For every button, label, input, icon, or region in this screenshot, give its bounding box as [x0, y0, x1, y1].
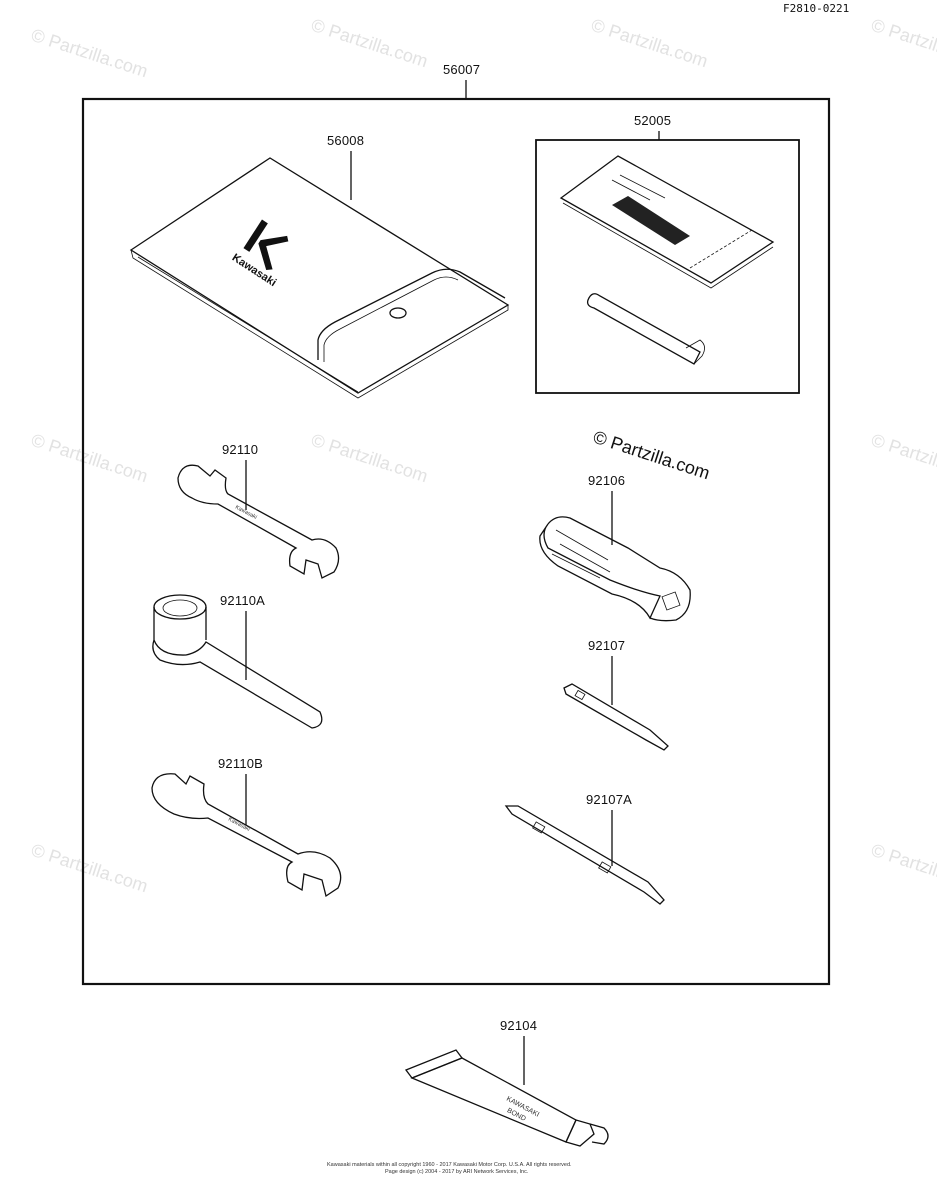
figure-code: F2810-0221	[783, 2, 849, 15]
watermark: © Partzilla.com	[29, 25, 151, 82]
watermark: © Partzilla.com	[29, 430, 151, 487]
ring-wrench-92110A: 92110A	[152, 593, 323, 729]
footer-design: Page design (c) 2004 - 2017 by ARI Netwo…	[385, 1169, 529, 1175]
part-label-56008: 56008	[327, 133, 364, 148]
watermark: © Partzilla.com	[29, 840, 151, 897]
open-end-wrench-92110: 92110 Kawasaki	[177, 442, 340, 579]
part-label-92107: 92107	[588, 638, 625, 653]
watermark: © Partzilla.com	[309, 15, 431, 72]
part-label-92107A: 92107A	[586, 792, 632, 807]
screwdriver-handle-92106: 92106	[539, 473, 691, 622]
watermark: © Partzilla.com	[869, 15, 937, 72]
watermark: © Partzilla.com	[589, 15, 711, 72]
watermark: © Partzilla.com	[309, 430, 431, 487]
footer-copyright: Kawasaki materials within all copyright …	[327, 1162, 572, 1168]
watermark-layer: © Partzilla.com © Partzilla.com © Partzi…	[29, 15, 937, 897]
owners-manual-box: 52005	[535, 113, 800, 394]
tool-pouch: 56008 Kawasaki	[129, 133, 510, 399]
part-label-92110: 92110	[222, 442, 258, 457]
part-label-52005: 52005	[634, 113, 671, 128]
part-label-92106: 92106	[588, 473, 625, 488]
part-label-56007: 56007	[443, 62, 480, 77]
screwdriver-bit-92107: 92107	[563, 638, 669, 751]
open-end-wrench-92110B: 92110B Kawasaki	[151, 756, 342, 898]
pouch-logo: Kawasaki	[230, 252, 279, 289]
part-label-92110A: 92110A	[220, 593, 265, 608]
part-label-92110B: 92110B	[218, 756, 263, 771]
bond-tube-92104: 92104 KAWASAKI BOND	[404, 1018, 609, 1147]
kit-border	[81, 97, 831, 986]
watermark: © Partzilla.com	[869, 430, 937, 487]
watermark: © Partzilla.com	[869, 840, 937, 897]
screwdriver-double-92107A: 92107A	[504, 792, 665, 905]
part-label-92104: 92104	[500, 1018, 537, 1033]
